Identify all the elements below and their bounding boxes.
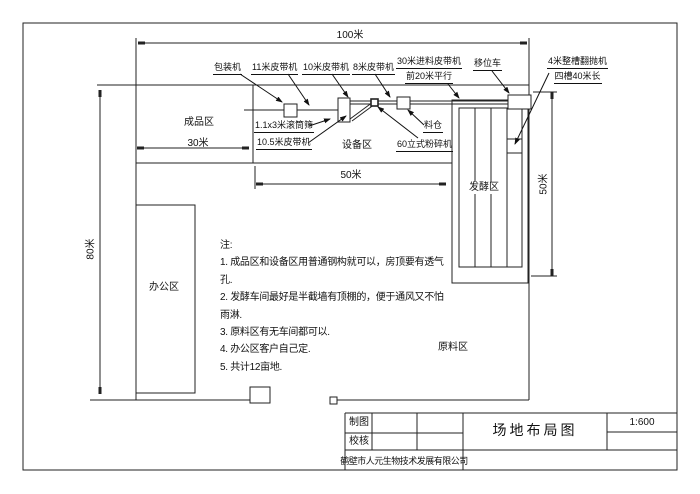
label-area-equipment: 设备区 bbox=[342, 140, 372, 151]
label-area-finished: 成品区 bbox=[184, 117, 214, 128]
titleblock-checker-label: 校核 bbox=[349, 436, 369, 447]
dimension-lines bbox=[98, 41, 557, 394]
dim-fermentation-height: 50米 bbox=[538, 173, 550, 195]
titleblock-scale: 1:600 bbox=[629, 417, 655, 428]
notes-block: 注: 1. 成品区和设备区用普通钢构就可以，房顶要有透气 孔. 2. 发酵车间最… bbox=[220, 237, 444, 376]
packing-machine-box bbox=[283, 103, 298, 118]
label-feed-belt: 30米进料皮带机 前20米平行 bbox=[396, 55, 463, 84]
label-belt-10m: 10米皮带机 bbox=[302, 61, 351, 75]
label-belt-11m: 11米皮带机 bbox=[251, 61, 299, 75]
note-line: 5. 共计12亩地. bbox=[220, 361, 283, 373]
leader-lines bbox=[239, 70, 550, 145]
drum-screen-box bbox=[337, 97, 351, 123]
label-turner: 4米整槽翻抛机 四槽40米长 bbox=[547, 55, 609, 84]
label-feed-belt-line1: 30米进料皮带机 bbox=[396, 55, 463, 69]
sheet-frame bbox=[22, 22, 678, 471]
gate-marker bbox=[329, 396, 338, 405]
label-belt-8m: 8米皮带机 bbox=[352, 61, 396, 75]
hopper-box bbox=[396, 96, 411, 110]
label-area-raw-material: 原料区 bbox=[438, 342, 468, 353]
dim-finished-width: 30米 bbox=[187, 138, 209, 149]
dim-overall-width: 100米 bbox=[336, 30, 364, 41]
titleblock-company: 鹤壁市人元生物技术发展有限公司 bbox=[340, 456, 468, 466]
label-hopper: 料仓 bbox=[423, 119, 444, 133]
label-shift-cart: 移位车 bbox=[473, 57, 503, 71]
label-area-fermentation: 发酵区 bbox=[468, 182, 500, 194]
note-line: 3. 原料区有无车间都可以. bbox=[220, 326, 330, 338]
note-line: 1. 成品区和设备区用普通钢构就可以，房顶要有透气 bbox=[220, 257, 444, 269]
notes-heading: 注: bbox=[220, 240, 233, 251]
shift-cart-box bbox=[507, 94, 532, 110]
title-block-grid bbox=[344, 412, 677, 470]
note-line: 4. 办公区客户自己定. bbox=[220, 344, 311, 356]
turner-machine-box bbox=[506, 138, 523, 154]
titleblock-drawing-title: 场地布局图 bbox=[492, 422, 578, 438]
note-line: 孔. bbox=[220, 274, 233, 286]
note-line: 2. 发酵车间最好是半截墙有顶棚的，便于通风又不怕 bbox=[220, 292, 444, 304]
label-feed-belt-line2: 前20米平行 bbox=[405, 70, 454, 84]
label-drum-screen: 1.1x3米滚筒筛 bbox=[254, 119, 315, 133]
label-packing-machine: 包装机 bbox=[213, 61, 243, 75]
titleblock-drafter-label: 制图 bbox=[349, 417, 369, 428]
label-belt-10-5m: 10.5米皮带机 bbox=[256, 136, 312, 150]
dim-overall-height: 80米 bbox=[85, 238, 97, 260]
crusher-box bbox=[370, 98, 379, 107]
fermentation-outer bbox=[451, 99, 529, 284]
small-building-box bbox=[249, 386, 271, 404]
office-outline bbox=[135, 204, 196, 394]
label-crusher: 60立式粉碎机 bbox=[396, 138, 454, 152]
note-line: 雨淋. bbox=[220, 309, 242, 321]
label-turner-line1: 4米整槽翻抛机 bbox=[547, 55, 609, 69]
dim-equipment-width: 50米 bbox=[340, 170, 362, 181]
label-turner-line2: 四槽40米长 bbox=[553, 70, 602, 84]
label-area-office: 办公区 bbox=[149, 282, 179, 293]
